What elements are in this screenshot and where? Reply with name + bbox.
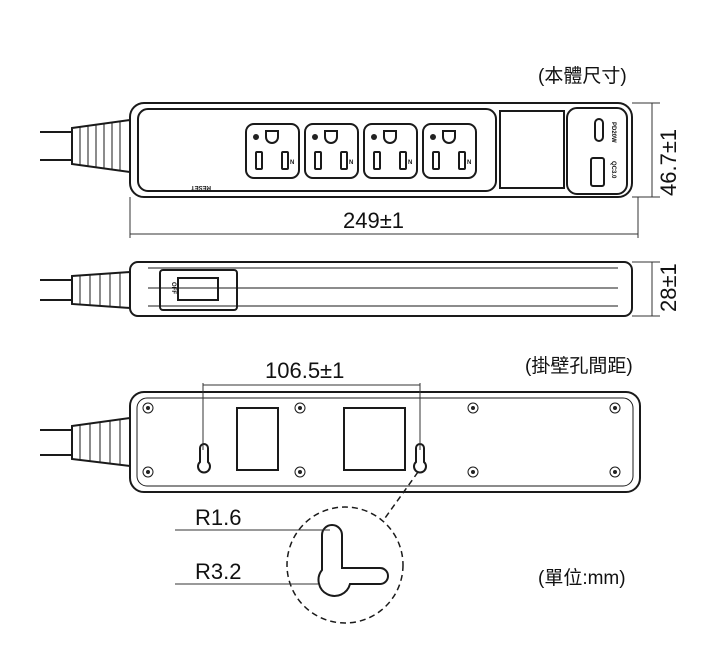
usb-a-port bbox=[590, 157, 605, 187]
ground-slot bbox=[442, 130, 456, 144]
line-slot bbox=[314, 151, 322, 170]
line-slot bbox=[432, 151, 440, 170]
ground-slot bbox=[265, 130, 279, 144]
strip-body bbox=[129, 102, 633, 198]
screw-icon bbox=[142, 402, 154, 414]
neutral-label: N bbox=[467, 160, 471, 166]
side-body bbox=[129, 261, 633, 317]
screw-icon bbox=[294, 466, 306, 478]
neutral-label: N bbox=[290, 160, 294, 166]
neutral-slot bbox=[399, 151, 407, 170]
length-dimension: 249±1 bbox=[129, 197, 639, 238]
bottom-view: 106.5±1 bbox=[40, 358, 641, 493]
switch-off-label: OFF bbox=[170, 282, 176, 294]
body-size-label: (本體尺寸) bbox=[538, 65, 627, 87]
neutral-slot bbox=[281, 151, 289, 170]
bottom-body bbox=[129, 391, 641, 493]
radius-large-text: R3.2 bbox=[195, 559, 241, 584]
power-cord bbox=[40, 118, 131, 174]
ac-outlet: N bbox=[304, 123, 359, 179]
hole-spacing-text: 106.5±1 bbox=[265, 358, 344, 383]
screw-icon bbox=[467, 466, 479, 478]
length-text: 249±1 bbox=[343, 208, 404, 233]
switch-rocker bbox=[177, 277, 219, 301]
screw-icon bbox=[609, 466, 621, 478]
window bbox=[499, 110, 565, 189]
ac-outlet: N bbox=[422, 123, 477, 179]
height-text: 28±1 bbox=[656, 263, 681, 312]
keyhole-slot bbox=[197, 443, 211, 474]
wall-hole-label: (掛壁孔間距) bbox=[525, 355, 633, 377]
ground-slot bbox=[383, 130, 397, 144]
keyhole-detail: R1.6 R3.2 bbox=[175, 471, 419, 624]
screw-icon bbox=[609, 402, 621, 414]
width-text: 46.7±1 bbox=[656, 129, 681, 196]
ac-outlet: N bbox=[245, 123, 300, 179]
power-switch bbox=[159, 269, 238, 311]
ground-slot bbox=[324, 130, 338, 144]
neutral-slot bbox=[340, 151, 348, 170]
line-slot bbox=[373, 151, 381, 170]
bottom-recess bbox=[343, 407, 406, 471]
neutral-label: N bbox=[349, 160, 353, 166]
usb-module bbox=[566, 107, 628, 195]
usb-c-port bbox=[594, 118, 604, 142]
hole-spacing-dimension: 106.5±1 bbox=[202, 358, 421, 450]
neutral-label: N bbox=[408, 160, 412, 166]
reset-label: RESET bbox=[191, 184, 211, 190]
line-slot bbox=[255, 151, 263, 170]
side-view: OFF 28±1 bbox=[40, 261, 681, 317]
radius-small-text: R1.6 bbox=[195, 505, 241, 530]
usb-c-label: PD20W bbox=[610, 122, 616, 143]
outlet-panel bbox=[137, 108, 497, 192]
screw-icon bbox=[142, 466, 154, 478]
ac-outlet: N bbox=[363, 123, 418, 179]
height-dimension: 28±1 bbox=[632, 261, 681, 317]
usb-a-label: QC3.0 bbox=[610, 161, 616, 179]
bottom-recess bbox=[236, 407, 279, 471]
unit-label: (單位:mm) bbox=[538, 567, 626, 589]
screw-icon bbox=[467, 402, 479, 414]
screw-icon bbox=[294, 402, 306, 414]
width-dimension: 46.7±1 bbox=[632, 102, 681, 198]
keyhole-shape bbox=[317, 524, 389, 597]
neutral-slot bbox=[458, 151, 466, 170]
top-view: PD20W QC3.0 RESET N N N N 46.7±1 249±1 bbox=[40, 102, 681, 238]
